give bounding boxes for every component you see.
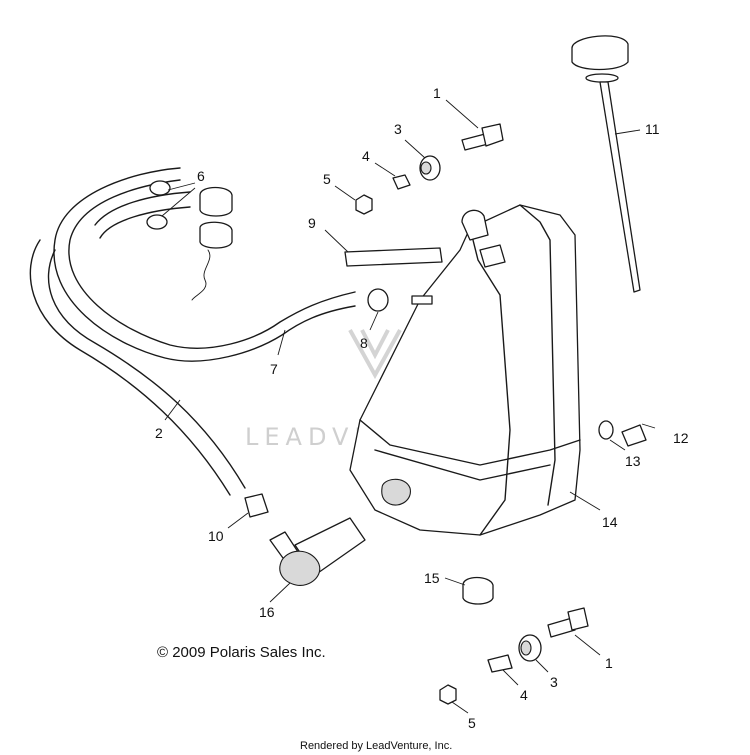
oil-hose-2 <box>29 239 246 496</box>
grommet-3-lower <box>518 634 542 662</box>
bolt-1-lower <box>547 607 589 638</box>
elbow-fitting-16 <box>269 517 366 586</box>
drain-plug-12 <box>621 424 647 447</box>
bolt-1-upper <box>461 123 504 151</box>
leader-lines <box>161 99 656 714</box>
callout-3-lower: 3 <box>550 674 558 690</box>
callout-13: 13 <box>625 453 641 469</box>
callout-6: 6 <box>197 168 205 184</box>
callout-4-lower: 4 <box>520 687 528 703</box>
nut-5-upper <box>355 194 373 215</box>
rendered-by-footer: Rendered by LeadVenture, Inc. <box>300 740 452 752</box>
cap-15 <box>462 576 494 605</box>
callout-1-lower: 1 <box>605 655 613 671</box>
watermark-logo-icon <box>348 329 402 380</box>
callouts: 1 3 4 5 6 9 11 8 7 2 12 13 14 10 15 16 1… <box>155 85 689 731</box>
spacer-4-upper <box>392 174 411 190</box>
callout-10: 10 <box>208 528 224 544</box>
callout-7: 7 <box>270 361 278 377</box>
spacer-4-lower <box>487 654 513 673</box>
callout-4-upper: 4 <box>362 148 370 164</box>
callout-8: 8 <box>360 335 368 351</box>
dipstick-11 <box>571 35 641 293</box>
callout-14: 14 <box>602 514 618 530</box>
oil-tank-14 <box>349 204 581 536</box>
callout-9: 9 <box>308 215 316 231</box>
callout-5-lower: 5 <box>468 715 476 731</box>
vent-hose-7 <box>53 167 356 362</box>
hose-clamp-6 <box>146 180 233 249</box>
callout-2: 2 <box>155 425 163 441</box>
callout-12: 12 <box>673 430 689 446</box>
callout-3-upper: 3 <box>394 121 402 137</box>
callout-16: 16 <box>259 604 275 620</box>
hose-fitting-10 <box>244 493 269 518</box>
callout-1-upper: 1 <box>433 85 441 101</box>
washer-13 <box>598 420 614 440</box>
hose-end-line <box>191 249 211 301</box>
fitting-stud <box>411 295 433 305</box>
breather-hose-9 <box>344 247 443 267</box>
copyright-text: © 2009 Polaris Sales Inc. <box>157 644 326 661</box>
callout-15: 15 <box>424 570 440 586</box>
grommet-3-upper <box>419 155 441 181</box>
callout-11: 11 <box>645 121 660 137</box>
nut-5-lower <box>439 684 457 705</box>
cap-8 <box>367 288 389 312</box>
callout-5-upper: 5 <box>323 171 331 187</box>
